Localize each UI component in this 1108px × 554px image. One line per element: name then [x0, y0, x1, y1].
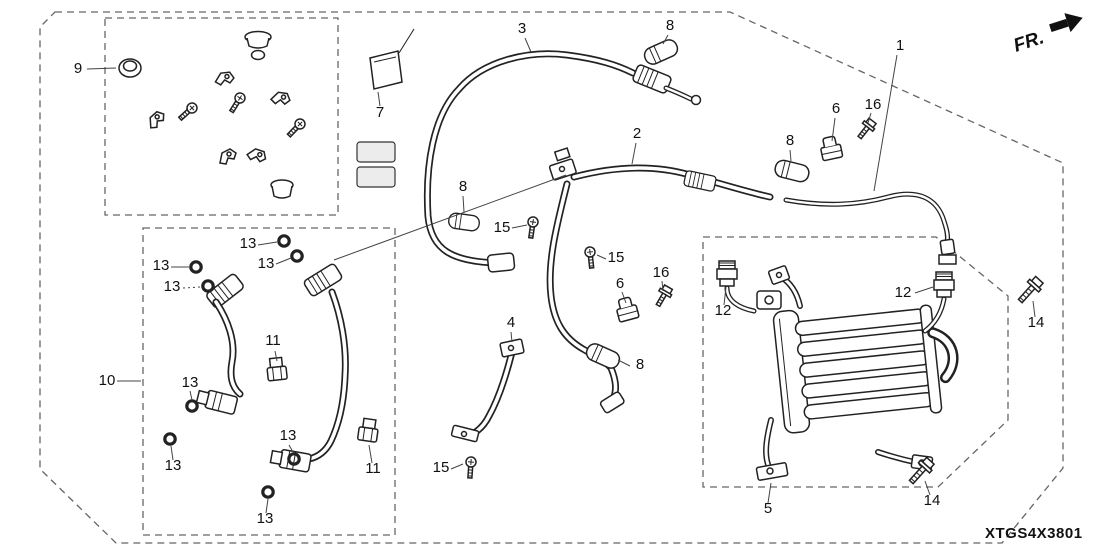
collar-8	[447, 211, 481, 233]
elbow-fitting	[269, 447, 313, 474]
diagram-borders	[39, 11, 1064, 544]
o-ring-icon	[277, 234, 291, 248]
callout-11-b[interactable]: 11	[365, 460, 381, 477]
hose-2-lower-branch	[546, 180, 625, 414]
callout-15-a[interactable]: 15	[494, 219, 511, 236]
callout-8-b[interactable]: 8	[786, 132, 794, 149]
kit-clip-icon	[245, 143, 270, 168]
outer-boundary	[39, 11, 1064, 544]
callout-4[interactable]: 4	[507, 314, 515, 331]
atf-cooler-assembly	[724, 265, 959, 481]
hardware-kit-parts	[118, 30, 308, 199]
callout-14-a[interactable]: 14	[1028, 314, 1045, 331]
screw-15	[583, 245, 598, 270]
callout-15-c[interactable]: 15	[433, 459, 450, 476]
union-12	[933, 271, 955, 298]
callout-8-d[interactable]: 8	[636, 356, 644, 373]
elbow-fitting	[194, 387, 239, 416]
pipe-1	[783, 191, 957, 265]
hardware-kit-box	[104, 17, 339, 216]
front-direction-label: FR.	[1011, 27, 1047, 56]
hose-set-box	[142, 227, 396, 536]
union-12	[716, 260, 738, 287]
o-ring-icon	[290, 249, 304, 263]
callout-15-b[interactable]: 15	[608, 249, 625, 266]
kit-screw-icon	[176, 100, 200, 124]
callout-13-f[interactable]: 13	[280, 427, 297, 444]
clamp-6	[817, 134, 844, 162]
callout-3[interactable]: 3	[518, 20, 526, 37]
bracket-4	[450, 338, 525, 443]
kit-clip-icon	[219, 148, 237, 165]
hose-2	[548, 147, 774, 201]
collar-8	[583, 340, 623, 372]
callout-13-e[interactable]: 13	[182, 374, 199, 391]
hose-set-10	[194, 262, 381, 474]
callout-2[interactable]: 2	[633, 125, 641, 142]
o-ring-icon	[201, 279, 215, 293]
callout-10[interactable]: 10	[99, 372, 116, 389]
kit-screw-icon	[284, 116, 308, 140]
callout-12-a[interactable]: 12	[715, 302, 732, 319]
callout-6-b[interactable]: 6	[616, 275, 624, 292]
callouts: 1 2 3 4 5 6 6 7 8 8 8 8 9 10 11 11 12 12…	[74, 17, 1045, 527]
o-ring-icon	[261, 485, 275, 499]
callout-8-a[interactable]: 8	[666, 17, 674, 34]
o-ring-icon	[163, 432, 177, 446]
kit-clip-icon	[269, 87, 293, 111]
grommet	[270, 179, 294, 199]
o-ring-icon	[185, 399, 199, 413]
leader-lines	[86, 34, 1036, 514]
front-direction-arrow-icon	[1049, 13, 1083, 33]
callout-9[interactable]: 9	[74, 60, 82, 77]
callout-12-b[interactable]: 12	[895, 284, 912, 301]
cap-part	[118, 58, 142, 78]
callout-13-c[interactable]: 13	[258, 255, 275, 272]
mushroom-grommet	[244, 30, 272, 61]
bolt-14	[1013, 274, 1046, 307]
kit-clip-icon	[146, 109, 168, 130]
callout-16-a[interactable]: 16	[865, 96, 882, 113]
callout-13-a[interactable]: 13	[240, 235, 257, 252]
hose-end-fitting	[302, 262, 344, 298]
screw-15	[525, 215, 540, 240]
screw-15	[464, 455, 478, 480]
kit-clip-icon	[214, 67, 237, 90]
callout-13-g[interactable]: 13	[165, 457, 182, 474]
bolt-16	[651, 283, 675, 310]
hex-union-11	[356, 417, 381, 443]
kit-screw-icon	[226, 90, 248, 115]
callout-13-b[interactable]: 13	[153, 257, 170, 274]
cooler-assembly-box	[702, 236, 1009, 488]
clamp-6	[613, 295, 640, 323]
collar-8	[772, 157, 812, 185]
callout-13-d[interactable]: 13	[164, 278, 181, 295]
bolt-16	[853, 116, 879, 143]
callout-14-b[interactable]: 14	[924, 492, 941, 509]
callout-8-c[interactable]: 8	[459, 178, 467, 195]
diagram-code: XTGS4X3801	[985, 525, 1083, 542]
callout-6-a[interactable]: 6	[832, 100, 840, 117]
callout-16-b[interactable]: 16	[653, 264, 670, 281]
callout-11-a[interactable]: 11	[265, 332, 281, 349]
o-ring-icon	[189, 260, 203, 274]
front-direction-indicator: FR.	[1011, 13, 1083, 57]
callout-5[interactable]: 5	[764, 500, 772, 517]
callout-1[interactable]: 1	[896, 37, 904, 54]
hose-end-fitting	[682, 169, 718, 193]
collar-8	[641, 36, 681, 68]
callout-13-h[interactable]: 13	[257, 510, 274, 527]
item7-label-parts	[356, 28, 415, 188]
hose-3	[423, 50, 702, 273]
callout-7[interactable]: 7	[376, 104, 384, 121]
